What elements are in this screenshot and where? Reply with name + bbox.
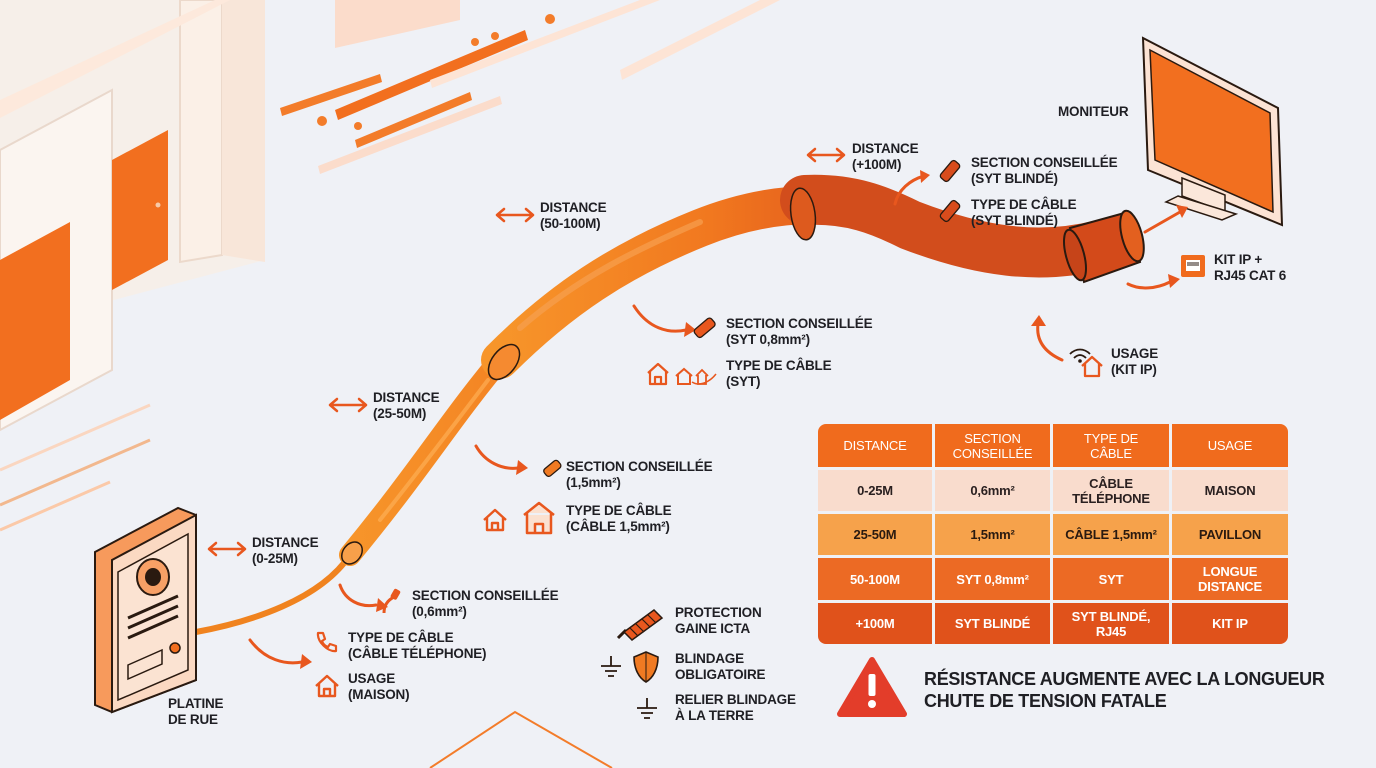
table-cell: PAVILLON bbox=[1172, 514, 1288, 555]
house-icon bbox=[315, 674, 339, 698]
table-cell: 1,5mm² bbox=[935, 514, 1050, 555]
kit-ip-label: KIT IP +RJ45 CAT 6 bbox=[1214, 252, 1287, 283]
cable-thin bbox=[193, 552, 353, 635]
seg1-distance-label: DISTANCE(0-25M) bbox=[252, 535, 319, 566]
warning-text: RÉSISTANCE AUGMENTE AVEC LA LONGUEUR CHU… bbox=[924, 668, 1325, 712]
distance-arrows-icon bbox=[328, 397, 368, 413]
phone-icon bbox=[316, 631, 338, 653]
usage-kit-ip-label: USAGE(KIT IP) bbox=[1111, 346, 1159, 377]
wifi-house-icon bbox=[1069, 348, 1103, 378]
cable-joint-1 bbox=[341, 541, 363, 565]
ground-symbol-icon bbox=[601, 656, 621, 677]
monitor bbox=[1141, 36, 1284, 227]
table-cell: SYT BLINDÉ,RJ45 bbox=[1053, 603, 1169, 644]
seg1-usage-label: USAGE(MAISON) bbox=[348, 671, 410, 702]
building-left bbox=[0, 0, 265, 532]
distance-arrows-icon bbox=[495, 207, 535, 223]
warning-icon bbox=[837, 657, 907, 717]
table-cell: +100M bbox=[818, 603, 932, 644]
table-cell: SYT 0,8mm² bbox=[935, 558, 1050, 600]
distance-arrows-icon bbox=[806, 147, 846, 163]
house-icon bbox=[483, 508, 507, 532]
pointer-arrowheads bbox=[300, 170, 1188, 669]
table-cell: 0-25M bbox=[818, 470, 932, 511]
table-cell: 0,6mm² bbox=[935, 470, 1050, 511]
monitor-label: MONITEUR bbox=[1058, 104, 1129, 119]
table-cell: KIT IP bbox=[1172, 603, 1288, 644]
cable-joint-3 bbox=[789, 187, 817, 241]
rj45-port-icon bbox=[1181, 255, 1205, 277]
table-cell: CÂBLE 1,5mm² bbox=[1053, 514, 1169, 555]
seg4-section-label: SECTION CONSEILLÉE(SYT BLINDÉ) bbox=[971, 155, 1118, 186]
cable-joint-2 bbox=[487, 343, 521, 381]
seg3-type-label: TYPE DE CÂBLE(SYT) bbox=[726, 358, 832, 389]
seg3-section-label: SECTION CONSEILLÉE(SYT 0,8mm²) bbox=[726, 316, 873, 347]
warning-line-2: CHUTE DE TENSION FATALE bbox=[924, 691, 1167, 711]
cable-end-connector bbox=[1063, 209, 1145, 284]
cable-plug-icon bbox=[382, 588, 401, 614]
seg4-type-label: TYPE DE CÂBLE(SYT BLINDÉ) bbox=[971, 197, 1077, 228]
table-cell: 25-50M bbox=[818, 514, 932, 555]
seg1-section-label: SECTION CONSEILLÉE(0,6mm²) bbox=[412, 588, 559, 619]
pavilion-house-icon bbox=[523, 501, 555, 535]
table-cell: 50-100M bbox=[818, 558, 932, 600]
table-cell: SYT bbox=[1053, 558, 1169, 600]
ground-symbol-icon bbox=[637, 698, 657, 719]
warning-line-1: RÉSISTANCE AUGMENTE AVEC LA LONGUEUR bbox=[924, 669, 1325, 689]
table-cell: SYT BLINDÉ bbox=[935, 603, 1050, 644]
seg2-type-label: TYPE DE CÂBLE(CÂBLE 1,5mm²) bbox=[566, 503, 672, 534]
shield-icon bbox=[633, 651, 659, 683]
table-header-cell: USAGE bbox=[1172, 424, 1288, 467]
seg4-distance-label: DISTANCE(+100M) bbox=[852, 141, 919, 172]
table-header-cell: DISTANCE bbox=[818, 424, 932, 467]
cable-end-icon bbox=[939, 199, 961, 223]
seg2-section-label: SECTION CONSEILLÉE(1,5mm²) bbox=[566, 459, 713, 490]
platine-de-rue bbox=[94, 506, 197, 714]
cable-end-icon bbox=[693, 317, 716, 339]
seg1-type-label: TYPE DE CÂBLE(CÂBLE TÉLÉPHONE) bbox=[348, 630, 487, 661]
decor-stripes bbox=[280, 0, 780, 768]
gaine-icta-icon bbox=[616, 609, 664, 641]
houses-row-icon bbox=[647, 362, 717, 386]
seg2-distance-label: DISTANCE(25-50M) bbox=[373, 390, 440, 421]
distance-arrows-icon bbox=[207, 541, 247, 557]
table-cell: MAISON bbox=[1172, 470, 1288, 511]
cable-end-icon bbox=[543, 459, 562, 478]
cable-end-icon bbox=[939, 159, 961, 183]
seg3-distance-label: DISTANCE(50-100M) bbox=[540, 200, 607, 231]
